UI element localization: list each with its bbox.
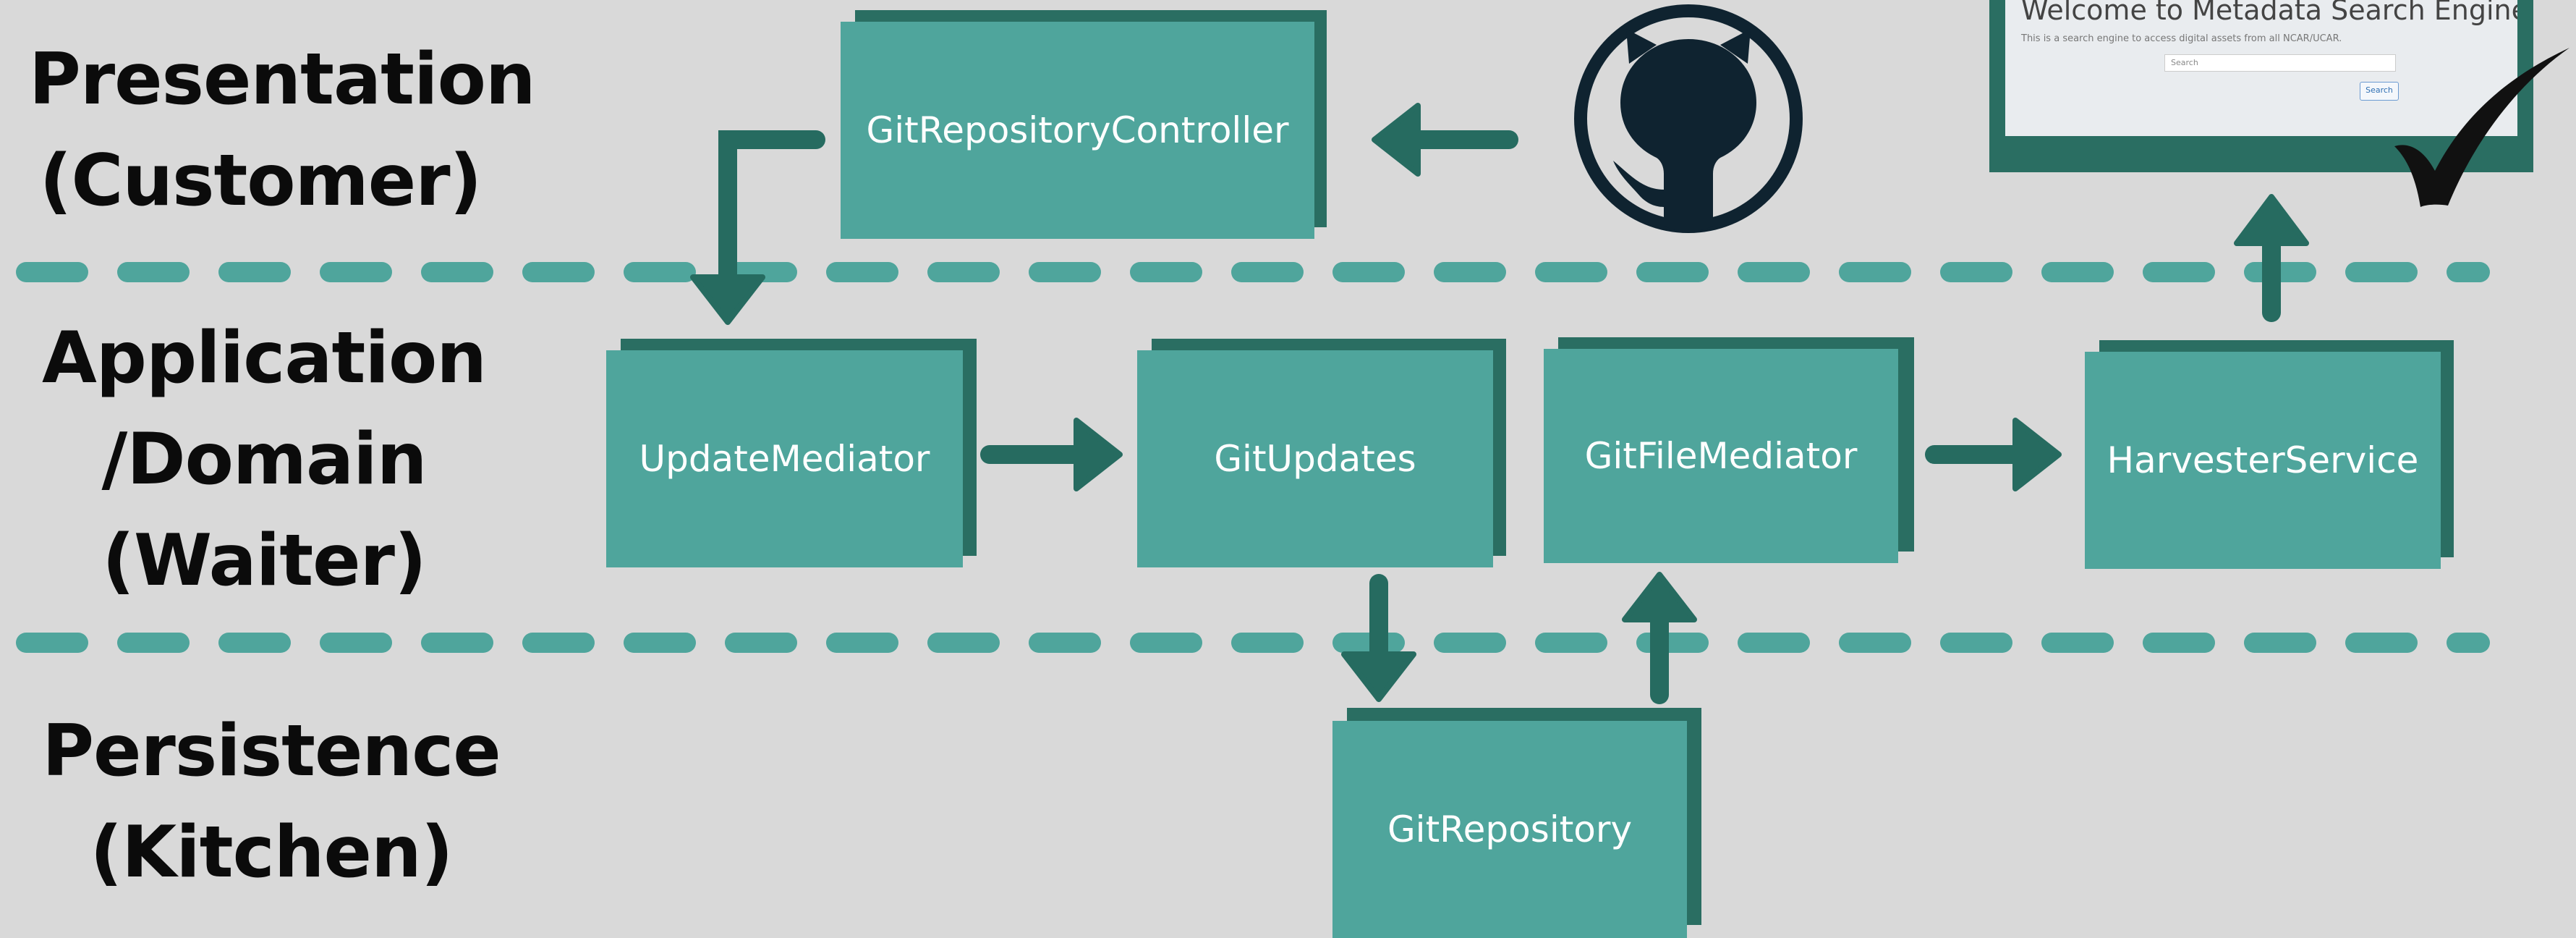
presentation-layer-label: Presentation (Customer): [29, 29, 536, 232]
git-file-mediator-label: GitFileMediator: [1584, 435, 1858, 477]
application-layer-label: Application /Domain (Waiter): [29, 308, 499, 612]
persistence-layer-label: Persistence (Kitchen): [29, 701, 514, 903]
arrow-harvester-to-ui: [2234, 194, 2309, 322]
github-icon: [1574, 4, 1803, 233]
harvester-service-box: HarvesterService: [2085, 340, 2454, 569]
screenshot-title: Welcome to Metadata Search Engine!: [2021, 0, 2517, 26]
arrow-repository-to-file-mediator: [1622, 572, 1697, 704]
checkmark-icon: [2394, 48, 2569, 207]
screenshot-search-button: Search: [2360, 82, 2399, 101]
application-label-line3: (Waiter): [102, 520, 427, 602]
git-repository-label: GitRepository: [1387, 808, 1633, 850]
search-engine-screenshot: Welcome to Metadata Search Engine! This …: [1989, 0, 2533, 172]
git-repository-controller-label: GitRepositoryController: [866, 109, 1289, 151]
harvester-service-label: HarvesterService: [2107, 439, 2419, 481]
git-repository-box: GitRepository: [1332, 708, 1701, 938]
arrow-controller-to-update-mediator: [690, 130, 825, 325]
application-label-line1: Application: [41, 317, 487, 400]
divider-top: [16, 262, 2490, 282]
update-mediator-label: UpdateMediator: [639, 438, 930, 480]
arrow-git-updates-to-repository: [1341, 574, 1416, 702]
screenshot-subtitle: This is a search engine to access digita…: [2021, 33, 2342, 44]
persistence-label-line1: Persistence: [42, 710, 501, 793]
git-file-mediator-box: GitFileMediator: [1544, 337, 1914, 563]
persistence-label-line2: (Kitchen): [90, 811, 453, 894]
screenshot-search-input: Search: [2164, 54, 2396, 72]
screenshot-page: Welcome to Metadata Search Engine! This …: [2005, 0, 2517, 136]
arrow-github-to-controller: [1372, 103, 1518, 177]
git-updates-label: GitUpdates: [1214, 438, 1416, 480]
arrow-file-mediator-to-harvester: [1925, 418, 2062, 491]
presentation-label-line1: Presentation: [29, 38, 536, 121]
application-label-line2: /Domain: [101, 418, 427, 501]
divider-bottom: [16, 633, 2490, 653]
presentation-label-line2: (Customer): [39, 140, 483, 222]
update-mediator-box: UpdateMediator: [606, 339, 977, 567]
git-repository-controller-box: GitRepositoryController: [841, 10, 1327, 239]
arrow-update-mediator-to-git-updates: [980, 418, 1123, 491]
git-updates-box: GitUpdates: [1137, 339, 1506, 567]
